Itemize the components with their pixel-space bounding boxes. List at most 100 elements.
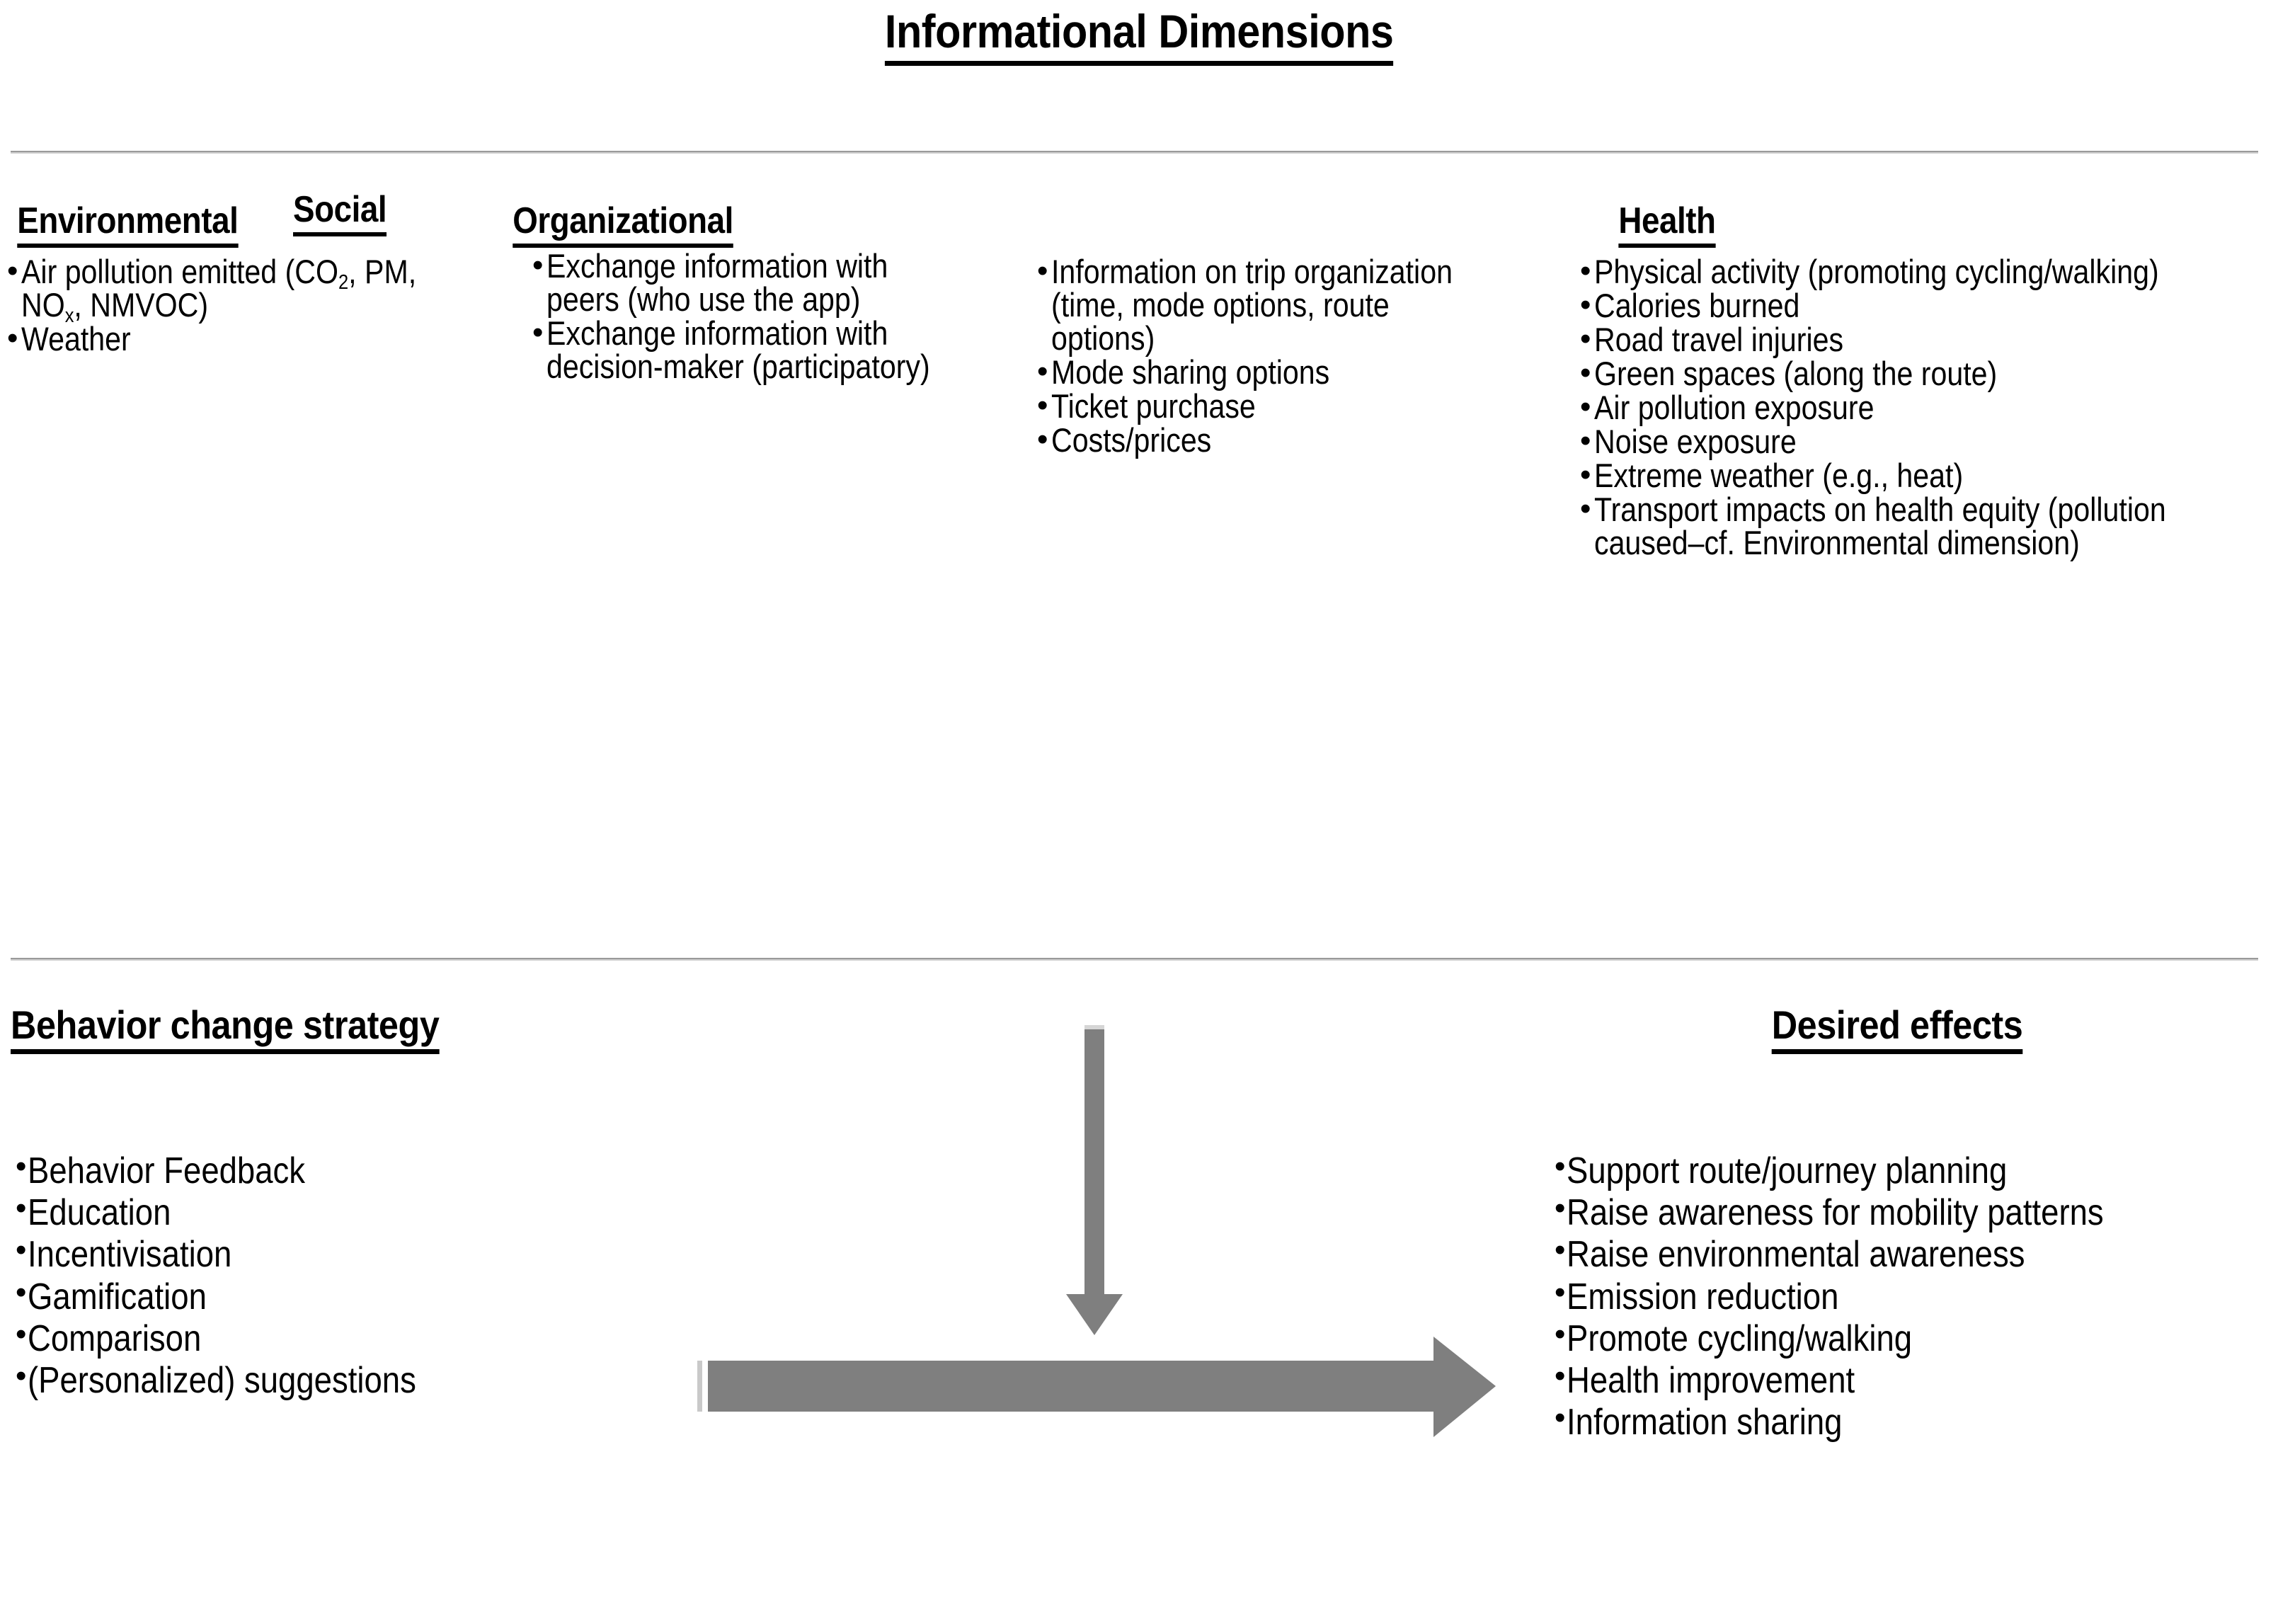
- bullet-dot-icon: •: [1580, 491, 1591, 526]
- list-item-label: Information sharing: [1567, 1402, 1843, 1443]
- bullet-dot-icon: •: [1580, 287, 1591, 322]
- bullet-dot-icon: •: [1555, 1359, 1566, 1394]
- list-item: •Emission reduction: [1555, 1276, 2278, 1317]
- divider-top: [11, 151, 2258, 154]
- bullet-list-organizational: •Information on trip organization (time,…: [1037, 253, 1533, 457]
- list-item-label: Weather: [21, 320, 131, 358]
- list-item: •Road travel injuries: [1580, 321, 2278, 356]
- list-item-label: Raise environmental awareness: [1567, 1234, 2025, 1276]
- list-item: •Raise awareness for mobility patterns: [1555, 1191, 2278, 1234]
- bullet-dot-icon: •: [1580, 423, 1591, 458]
- bullet-dot-icon: •: [16, 1274, 27, 1310]
- bullet-list-health: •Physical activity (promoting cycling/wa…: [1580, 253, 2278, 560]
- bullet-dot-icon: •: [1037, 253, 1048, 288]
- list-item: •Exchange information with decision-make…: [532, 316, 985, 383]
- bullet-dot-icon: •: [1580, 389, 1591, 424]
- column-header-social-text: Social: [292, 188, 387, 236]
- list-item-label: Exchange information with peers (who use…: [546, 247, 888, 318]
- column-header-organizational-text: Organizational: [513, 200, 733, 248]
- list-item: •Support route/journey planning: [1555, 1150, 2278, 1191]
- list-item: •Mode sharing options: [1037, 355, 1533, 389]
- list-item-label: Extreme weather (e.g., heat): [1594, 457, 1964, 494]
- bullet-dot-icon: •: [16, 1316, 27, 1351]
- list-item-label: Air pollution exposure: [1594, 389, 1875, 426]
- section-header-behavior-change-strategy: Behavior change strategy: [11, 1002, 487, 1054]
- list-item: •Education: [16, 1191, 723, 1234]
- bullet-dot-icon: •: [1555, 1191, 1566, 1226]
- bullet-dot-icon: •: [1580, 321, 1591, 356]
- page-title-text: Informational Dimensions: [884, 4, 1394, 66]
- list-item-label: Support route/journey planning: [1567, 1150, 2008, 1191]
- list-item-label: Costs/prices: [1051, 421, 1212, 459]
- section-header-behavior-change-strategy-text: Behavior change strategy: [11, 1002, 440, 1054]
- list-item: •Health improvement: [1555, 1359, 2278, 1402]
- list-item-label: Physical activity (promoting cycling/wal…: [1594, 253, 2159, 290]
- list-item-label: Ticket purchase: [1051, 387, 1256, 425]
- column-header-environmental-text: Environmental: [16, 200, 239, 248]
- column-header-social: Social: [177, 188, 503, 236]
- list-item: •Air pollution emitted (CO2, PM, NOx, NM…: [7, 253, 503, 326]
- bullet-dot-icon: •: [16, 1149, 27, 1184]
- list-item-label: Incentivisation: [28, 1234, 232, 1276]
- bullet-dot-icon: •: [1555, 1400, 1566, 1436]
- list-item: •Information on trip organization (time,…: [1037, 253, 1533, 357]
- list-item: •Calories burned: [1580, 287, 2278, 324]
- list-item-label: Green spaces (along the route): [1594, 355, 1998, 392]
- bullet-list-behavior-change-strategy: •Behavior Feedback•Education•Incentivisa…: [16, 1150, 723, 1402]
- bullet-dot-icon: •: [16, 1359, 27, 1394]
- page-title: Informational Dimensions: [0, 4, 2278, 66]
- section-header-desired-effects: Desired effects: [1543, 1002, 2251, 1054]
- bullet-dot-icon: •: [1037, 354, 1048, 389]
- bullet-dot-icon: •: [1555, 1233, 1566, 1268]
- column-header-environmental: Environmental: [0, 200, 255, 248]
- bullet-dot-icon: •: [1580, 355, 1591, 390]
- list-item: •Extreme weather (e.g., heat): [1580, 457, 2278, 494]
- list-item-label: Comparison: [28, 1317, 202, 1359]
- list-item-label: Information on trip organization (time, …: [1051, 253, 1453, 357]
- list-item: •Noise exposure: [1580, 423, 2278, 460]
- list-item-label: Mode sharing options: [1051, 353, 1330, 391]
- column-header-health-text: Health: [1618, 200, 1716, 248]
- list-item-label: Calories burned: [1594, 287, 1800, 324]
- bullet-list-environmental: •Air pollution emitted (CO2, PM, NOx, NM…: [7, 253, 503, 358]
- bullet-dot-icon: •: [1037, 388, 1048, 423]
- list-item-label: Raise awareness for mobility patterns: [1567, 1192, 2104, 1234]
- list-item: •Promote cycling/walking: [1555, 1316, 2278, 1359]
- bullet-dot-icon: •: [16, 1191, 27, 1226]
- list-item-label: Promote cycling/walking: [1567, 1317, 1913, 1359]
- list-item: •Air pollution exposure: [1580, 389, 2278, 426]
- section-header-desired-effects-text: Desired effects: [1771, 1002, 2023, 1054]
- bullet-dot-icon: •: [7, 321, 18, 355]
- list-item-label: Health improvement: [1567, 1360, 1855, 1402]
- bullet-dot-icon: •: [532, 315, 544, 350]
- bullet-dot-icon: •: [1580, 457, 1591, 492]
- bullet-list-desired-effects: •Support route/journey planning•Raise aw…: [1555, 1150, 2278, 1444]
- list-item: •Weather: [7, 320, 503, 358]
- list-item-label: Behavior Feedback: [28, 1150, 306, 1191]
- bullet-dot-icon: •: [1580, 253, 1591, 288]
- list-item: •Physical activity (promoting cycling/wa…: [1580, 253, 2278, 290]
- list-item: •Transport impacts on health equity (pol…: [1580, 491, 2278, 559]
- list-item: •Incentivisation: [16, 1233, 723, 1276]
- column-header-health: Health: [1373, 200, 1961, 248]
- bullet-dot-icon: •: [1555, 1316, 1566, 1351]
- list-item: •Costs/prices: [1037, 423, 1533, 457]
- bullet-dot-icon: •: [1555, 1149, 1566, 1184]
- bullet-list-social: •Exchange information with peers (who us…: [532, 247, 985, 384]
- list-item-label: (Personalized) suggestions: [28, 1360, 416, 1402]
- list-item: •Exchange information with peers (who us…: [532, 247, 985, 318]
- list-item: •Raise environmental awareness: [1555, 1233, 2278, 1276]
- bullet-dot-icon: •: [7, 253, 18, 288]
- list-item: •Gamification: [16, 1276, 723, 1317]
- down-arrow-icon: [1066, 1025, 1123, 1335]
- list-item-label: Noise exposure: [1594, 423, 1797, 460]
- list-item-label: Education: [28, 1192, 171, 1234]
- list-item: •Information sharing: [1555, 1402, 2278, 1443]
- list-item: •Behavior Feedback: [16, 1150, 723, 1191]
- right-arrow-icon: [697, 1337, 1496, 1437]
- bullet-dot-icon: •: [1555, 1274, 1566, 1310]
- bullet-dot-icon: •: [16, 1233, 27, 1268]
- bullet-dot-icon: •: [1037, 422, 1048, 457]
- list-item-label: Exchange information with decision-maker…: [546, 314, 930, 385]
